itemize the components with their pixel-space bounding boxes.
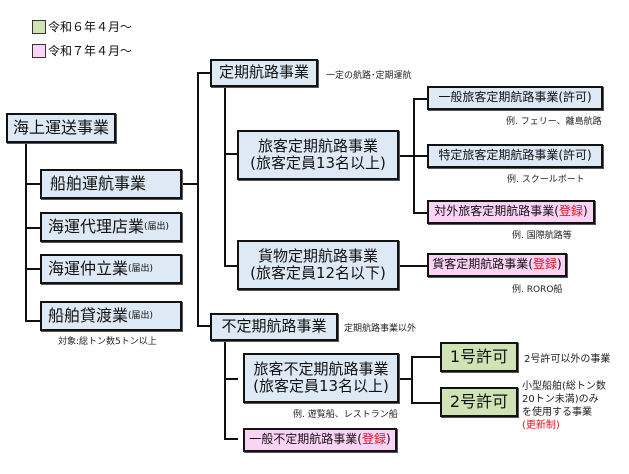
node-label: 対外旅客定期航路事業( [434, 204, 559, 219]
node-label: 1号許可 [449, 346, 509, 366]
example-note: 例. RORO船 [512, 285, 563, 295]
connector [224, 84, 226, 266]
node-ship-chartering: 船舶貸渡業(届出) [40, 301, 182, 331]
node-shipping-broker: 海運仲立業(届出) [40, 254, 182, 284]
node-permit-1: 1号許可 [440, 342, 518, 372]
node-label: 旅客不定期航路事業 [253, 359, 389, 378]
node-sublabel: (旅客定員13名以上) [250, 154, 386, 172]
node-label: 定期航路事業 [218, 63, 309, 82]
irregular-note: 定期航路事業以外 [344, 324, 417, 334]
connector [25, 320, 41, 322]
registration-tag: 登録 [558, 204, 583, 219]
connector [197, 72, 199, 327]
connector [413, 98, 427, 100]
root-label: 海上運送事業 [12, 117, 109, 137]
node-general-passenger-regular: 一般旅客定期航路事業(許可) [427, 86, 603, 110]
example-note: 例. フェリー、離島航路 [506, 117, 602, 127]
permit-2-desc-line: 小型船舶(総トン数 [522, 381, 606, 392]
connector [197, 72, 211, 74]
node-label: 貨客定期航路事業( [432, 257, 533, 272]
node-regular-passenger: 旅客定期航路事業 (旅客定員13名以上) [237, 130, 399, 180]
node-label: 2号許可 [449, 391, 509, 411]
connector [398, 378, 412, 380]
permit-2-desc-line: を使用する事業 [522, 407, 592, 418]
connector [411, 356, 441, 358]
permit-1-desc: 2号許可以外の事業 [524, 354, 611, 365]
node-permit-2: 2号許可 [440, 387, 518, 417]
permit-2-desc: 小型船舶(総トン数 20トン未満)のみ を使用する事業 (更新制) [522, 380, 606, 432]
node-general-irregular: 一般不定期航路事業(登録) [243, 428, 397, 452]
connector [197, 325, 211, 327]
connector [224, 265, 238, 267]
node-suffix: (届出) [144, 221, 170, 232]
node-suffix: (届出) [128, 310, 154, 321]
legend-swatch-pink [32, 44, 46, 58]
node-sublabel: (旅客定員13名以上) [253, 377, 389, 395]
connector [398, 265, 427, 267]
node-label: 不定期航路事業 [221, 317, 327, 336]
connector [25, 227, 41, 229]
chartering-note: 対象:総トン数5トン以上 [58, 337, 157, 347]
connector [25, 183, 41, 185]
node-specific-passenger-regular: 特定旅客定期航路事業(許可) [427, 144, 603, 168]
node-external-passenger-regular: 対外旅客定期航路事業(登録) [427, 200, 595, 224]
node-label-close: ) [583, 204, 588, 219]
node-label: 船舶貸渡業 [48, 305, 129, 325]
node-label: 一般旅客定期航路事業(許可) [438, 90, 592, 105]
legend-swatch-green [32, 20, 46, 34]
node-label-close: ) [386, 432, 391, 447]
connector [413, 155, 427, 157]
node-label: 海運仲立業 [48, 258, 129, 278]
node-irregular-passenger: 旅客不定期航路事業 (旅客定員13名以上) [243, 353, 399, 403]
connector [411, 402, 441, 404]
connector [224, 438, 238, 440]
node-irregular-route: 不定期航路事業 [210, 313, 338, 341]
node-label: 海運代理店業 [48, 216, 145, 236]
node-label-close: ) [557, 257, 562, 272]
node-sublabel: (旅客定員12名以下) [250, 264, 386, 282]
connector [224, 153, 238, 155]
legend-label-r7: 令和７年４月～ [48, 44, 133, 58]
connector [25, 140, 27, 322]
node-regular-cargo: 貨物定期航路事業 (旅客定員12名以下) [237, 240, 399, 290]
example-note: 例. 遊覧船、レストラン船 [293, 410, 398, 420]
connector [224, 378, 238, 380]
renewal-tag: (更新制) [522, 420, 560, 431]
root-node: 海上運送事業 [6, 113, 116, 143]
node-label: 船舶運航事業 [50, 173, 147, 193]
connector [25, 268, 41, 270]
connector [224, 336, 226, 439]
node-label: 旅客定期航路事業 [257, 136, 378, 155]
connector [413, 212, 427, 214]
example-note: 例. スクールボート [507, 175, 585, 185]
connector [411, 356, 413, 404]
node-ship-operation: 船舶運航事業 [40, 169, 182, 199]
example-note: 例. 国際航路等 [512, 231, 572, 241]
node-regular-route: 定期航路事業 [210, 59, 318, 87]
regular-note: 一定の航路･定期運航 [326, 71, 412, 81]
legend-label-r6: 令和６年４月～ [48, 20, 133, 34]
node-shipping-agency: 海運代理店業(届出) [40, 212, 182, 242]
node-label: 一般不定期航路事業( [249, 432, 362, 447]
registration-tag: 登録 [532, 257, 557, 272]
registration-tag: 登録 [361, 432, 386, 447]
node-suffix: (届出) [128, 263, 154, 274]
node-label: 特定旅客定期航路事業(許可) [438, 148, 592, 163]
connector [180, 183, 198, 185]
connector [398, 155, 414, 157]
permit-2-desc-line: 20トン未満)のみ [522, 394, 599, 405]
node-label: 貨物定期航路事業 [257, 246, 378, 265]
node-mixed-regular: 貨客定期航路事業(登録) [427, 253, 567, 277]
